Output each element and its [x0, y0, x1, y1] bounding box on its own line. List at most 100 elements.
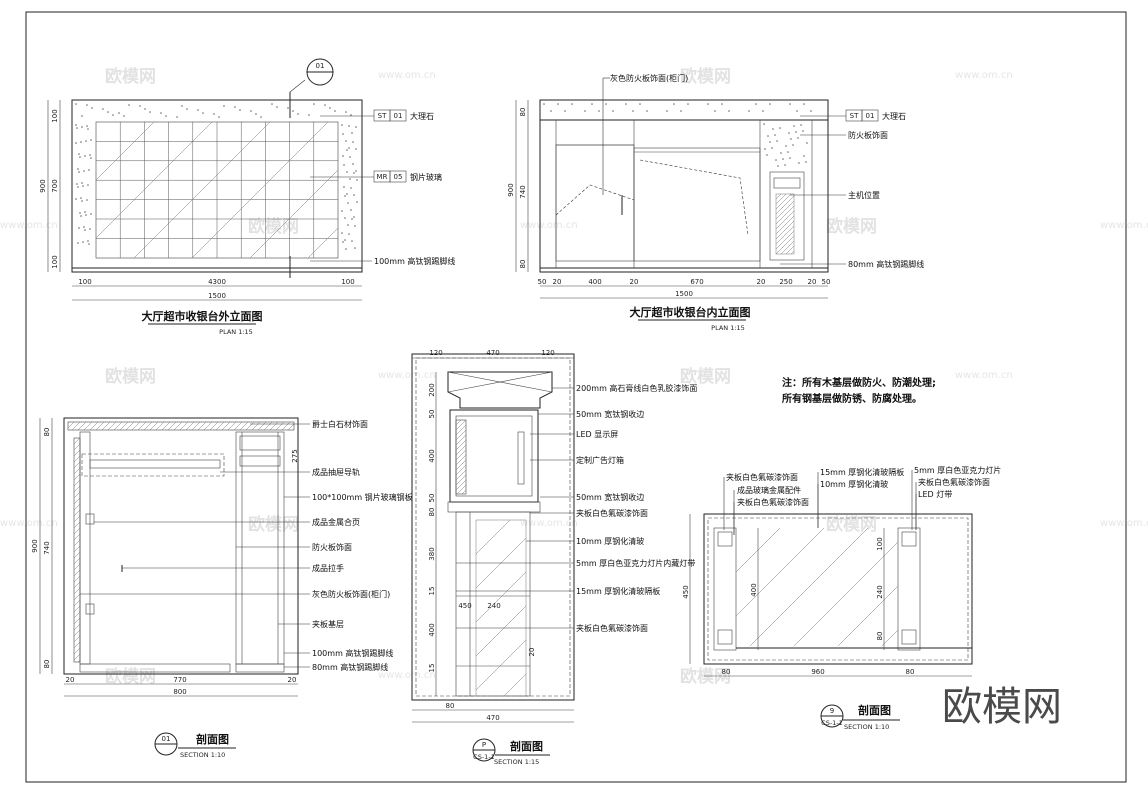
- material-label: 80mm 高钛钢踢脚线: [848, 259, 924, 269]
- texture-dot: [351, 218, 353, 220]
- watermark-url: www.om.cn: [1100, 518, 1148, 529]
- hatch-line: [503, 673, 527, 697]
- texture-dot: [341, 210, 343, 212]
- dimension-value: 700: [51, 179, 59, 192]
- texture-dot: [250, 110, 252, 112]
- material-label: 成品玻璃金属配件: [737, 485, 801, 495]
- material-label: 成品拉手: [312, 563, 344, 573]
- texture-dot: [84, 155, 86, 157]
- material-label: 成品抽屉导轨: [312, 467, 360, 477]
- texture-dot: [107, 111, 109, 113]
- drawer-block: [239, 455, 281, 467]
- hatch-line: [475, 519, 511, 555]
- hatch-line: [455, 434, 467, 446]
- texture-dot: [612, 110, 614, 112]
- texture-dot: [347, 224, 349, 226]
- callout-number: 9: [830, 707, 834, 715]
- general-note: 所有钢基层做防锈、防腐处理。: [782, 392, 922, 405]
- texture-dot: [348, 125, 350, 127]
- material-label: 50mm 宽钛钢收边: [576, 409, 644, 419]
- hatch-line: [73, 605, 81, 613]
- hatch-line: [475, 571, 527, 623]
- texture-dot: [803, 155, 805, 157]
- texture-dot: [90, 157, 92, 159]
- texture-dot: [776, 140, 778, 142]
- view-title: 大厅超市收银台外立面图: [142, 309, 263, 323]
- hatch-line: [281, 421, 291, 431]
- section-dashed: [707, 517, 969, 661]
- lightbox: [449, 409, 539, 503]
- texture-dot: [771, 147, 773, 149]
- hatch-line: [155, 421, 165, 431]
- hatch-line: [455, 469, 467, 481]
- callout-leader: [289, 79, 306, 93]
- texture-dot: [789, 103, 791, 105]
- dimension-value: 120: [429, 349, 442, 357]
- hatch-line: [73, 587, 81, 595]
- texture-dot: [346, 149, 348, 151]
- hatch-line: [790, 250, 795, 255]
- texture-dot: [346, 171, 348, 173]
- glass-panel: [475, 519, 527, 697]
- hatch-line: [73, 491, 81, 499]
- dimension-value: 240: [487, 602, 500, 610]
- texture-dot: [355, 126, 357, 128]
- post-cap: [901, 531, 917, 547]
- hatch-line: [73, 551, 81, 559]
- hatch-line: [455, 429, 467, 441]
- hinge: [85, 603, 95, 615]
- counter-outline: [539, 99, 829, 273]
- dimension-total: 900: [31, 539, 39, 552]
- post-cap: [717, 629, 733, 645]
- material-label: 夹板白色氟碳漆饰面: [576, 623, 648, 633]
- hatch-line: [73, 437, 81, 445]
- hatch-line: [73, 515, 81, 523]
- texture-dot: [81, 115, 83, 117]
- material-label: 防火板饰面: [848, 130, 888, 140]
- texture-dot: [88, 243, 90, 245]
- watermark: 欧模网: [248, 514, 299, 535]
- texture-dot: [591, 103, 593, 105]
- marble-texture: [543, 103, 812, 167]
- texture-dot: [77, 186, 79, 188]
- texture-dot: [139, 105, 141, 107]
- texture-dot: [721, 103, 723, 105]
- hatch-line: [137, 421, 147, 431]
- texture-dot: [769, 103, 771, 105]
- hatch-line: [173, 421, 183, 431]
- texture-dot: [144, 108, 146, 110]
- hatch-line: [775, 230, 795, 250]
- texture-dot: [639, 103, 641, 105]
- hatch-line: [239, 421, 249, 431]
- dimension-value: 400: [428, 449, 436, 462]
- hatch-line: [73, 629, 81, 637]
- texture-dot: [762, 110, 764, 112]
- texture-dot: [646, 110, 648, 112]
- texture-dot: [329, 107, 331, 109]
- texture-dot: [666, 110, 668, 112]
- led-screen: [455, 419, 467, 495]
- hatch-line: [263, 421, 273, 431]
- texture-dot: [176, 116, 178, 118]
- texture-dot: [88, 169, 90, 171]
- texture-dot: [625, 103, 627, 105]
- texture-dot: [80, 197, 82, 199]
- texture-dot: [345, 248, 347, 250]
- hatch-line: [775, 205, 795, 225]
- texture-dot: [350, 114, 352, 116]
- hatch-line: [179, 421, 189, 431]
- hatch-line: [251, 421, 261, 431]
- dimension-total: 900: [39, 179, 47, 192]
- hatch-line: [775, 235, 795, 255]
- hatch-line: [191, 121, 329, 259]
- dimension-value: 450: [682, 585, 690, 598]
- hatch-line: [73, 647, 81, 655]
- material-label: 100mm 高钛钢踢脚线: [312, 648, 393, 658]
- callout-reference: CS-1-1: [473, 753, 495, 761]
- hatch-line: [233, 421, 243, 431]
- texture-dot: [354, 247, 356, 249]
- material-label: 大理石: [882, 111, 906, 121]
- hatch-line: [215, 421, 225, 431]
- texture-dot: [202, 112, 204, 114]
- material-tag-box: [861, 109, 879, 122]
